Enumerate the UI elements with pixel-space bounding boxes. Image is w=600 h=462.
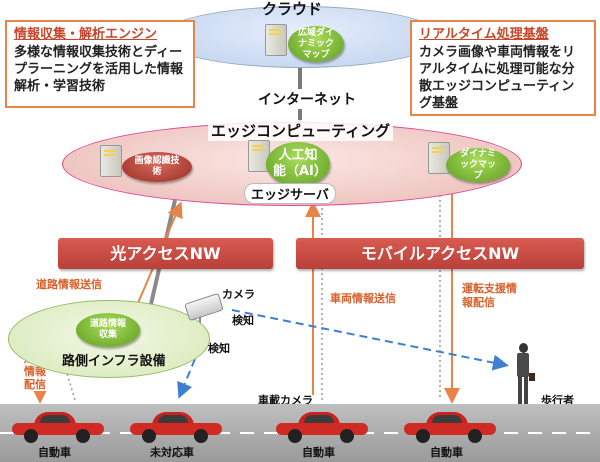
pedestrian-icon bbox=[515, 343, 535, 407]
edge-title: エッジコンピューティング bbox=[208, 120, 394, 141]
car-label-1: 自動車 bbox=[38, 446, 71, 459]
road-collect-label: 道路情報収集 bbox=[89, 319, 126, 340]
cloud-server-icon bbox=[265, 24, 287, 56]
cloud-map-node: 広域ダイナミックマップ bbox=[288, 26, 344, 62]
ai-node: 人工知能（AI） bbox=[266, 142, 330, 186]
car-3-icon bbox=[276, 412, 368, 443]
camera-label: カメラ bbox=[222, 288, 255, 301]
internet-label: インターネット bbox=[256, 89, 358, 109]
car-2-icon bbox=[130, 412, 222, 443]
callout-right-title: リアルタイム処理基盤 bbox=[419, 27, 549, 42]
vehicle-camera-label: 車載カメラ bbox=[258, 394, 313, 407]
callout-realtime-platform: リアルタイム処理基盤 カメラ画像や車両情報をリアルタイムに処理可能な分散エッジコ… bbox=[410, 20, 596, 116]
image-recognition-label: 画像認識技術 bbox=[134, 156, 180, 177]
detect-label-2: 検知 bbox=[208, 342, 230, 355]
roadside-label: 路側インフラ設備 bbox=[62, 354, 166, 369]
cloud-title: クラウド bbox=[262, 0, 323, 18]
car-1-icon bbox=[12, 412, 104, 443]
dynamic-map-label: ダイナミックマップ bbox=[459, 148, 496, 181]
mobile-access-band: モバイルアクセスNW bbox=[296, 238, 584, 269]
edge-server-left-icon bbox=[100, 145, 122, 177]
callout-left-body: 多様な情報収集技術とディープラーニングを活用した情報解析・学習技術 bbox=[14, 45, 184, 94]
car-label-3: 自動車 bbox=[302, 446, 335, 459]
edge-server-label: エッジサーバ bbox=[244, 183, 336, 204]
ai-label: 人工知能（AI） bbox=[273, 148, 327, 179]
callout-right-body: カメラ画像や車両情報をリアルタイムに処理可能な分散エッジコンピューティング基盤 bbox=[419, 45, 576, 111]
detect-label-1: 検知 bbox=[232, 314, 254, 327]
car-label-4: 自動車 bbox=[430, 446, 463, 459]
road-info-label: 道路情報送信 bbox=[36, 278, 102, 291]
cloud-map-label: 広域ダイナミックマップ bbox=[297, 27, 334, 60]
callout-left-title: 情報収集・解析エンジン bbox=[14, 27, 158, 42]
detect-car-arrow bbox=[177, 334, 206, 399]
callout-analysis-engine: 情報収集・解析エンジン 多様な情報収集技術とディープラーニングを活用した情報解析… bbox=[5, 20, 195, 108]
dynamic-map-node: ダイナミックマップ bbox=[446, 148, 510, 182]
road-collect-node: 道路情報収集 bbox=[76, 313, 140, 347]
pedestrian-label: 歩行者 bbox=[541, 394, 574, 407]
roadside-car-dotted bbox=[59, 349, 76, 401]
car-label-2: 未対応車 bbox=[150, 446, 194, 459]
detect-pedestrian-arrow bbox=[231, 309, 509, 371]
driving-support-label: 運転支援情報配信 bbox=[462, 282, 517, 309]
vehicle-info-label: 車両情報送信 bbox=[330, 292, 396, 305]
image-recognition-node: 画像認識技術 bbox=[122, 152, 192, 182]
optical-access-band: 光アクセスNW bbox=[58, 238, 273, 269]
car-4-icon bbox=[404, 412, 496, 443]
